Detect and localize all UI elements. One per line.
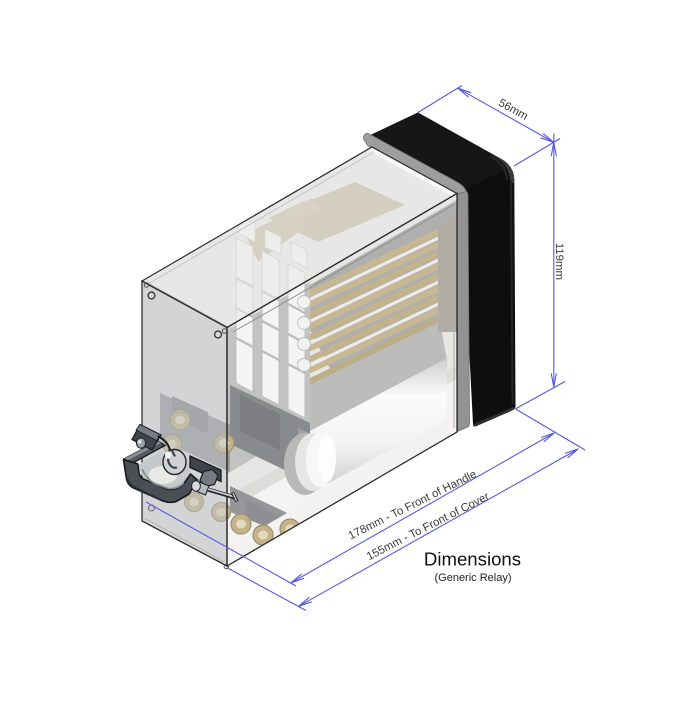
svg-text:Dimensions: Dimensions [424, 549, 521, 570]
svg-text:119mm: 119mm [553, 243, 565, 280]
svg-text:(Generic Relay): (Generic Relay) [434, 572, 511, 584]
